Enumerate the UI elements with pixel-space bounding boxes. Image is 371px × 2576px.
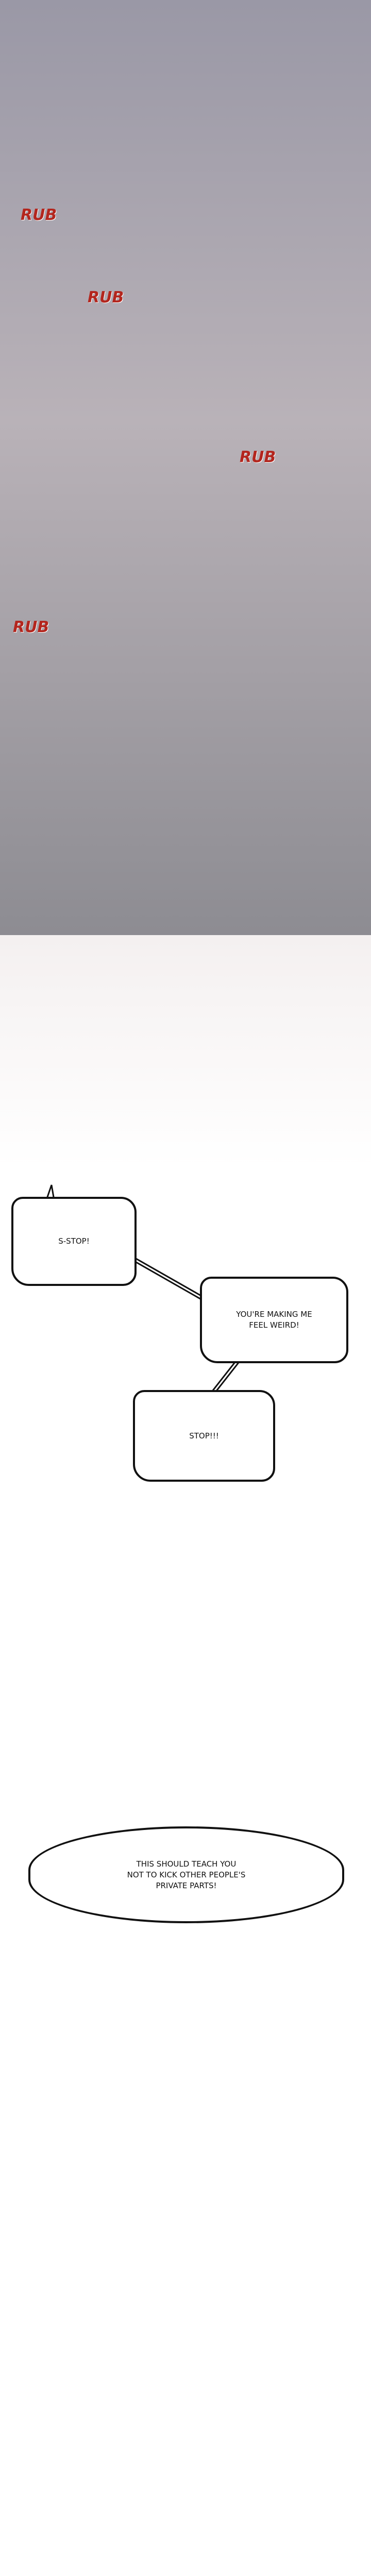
sound-effect: RUB	[240, 448, 276, 466]
comic-panel-1: RUB RUB RUB RUB	[0, 0, 371, 935]
dialogue-text: YOU'RE MAKING ME FEEL WEIRD!	[236, 1310, 312, 1330]
sound-effect: RUB	[88, 289, 124, 307]
comic-panel-2	[0, 935, 371, 1167]
speech-bubble: THIS SHOULD TEACH YOU NOT TO KICK OTHER …	[28, 1826, 344, 1923]
sound-effect: RUB	[13, 618, 49, 636]
speech-bubble: STOP!!!	[133, 1390, 275, 1482]
dialogue-text: THIS SHOULD TEACH YOU NOT TO KICK OTHER …	[127, 1859, 246, 1890]
speech-bubble: S-STOP!	[11, 1197, 137, 1286]
dialogue-text: S-STOP!	[58, 1236, 90, 1246]
speech-bubble: YOU'RE MAKING ME FEEL WEIRD!	[200, 1277, 348, 1363]
sound-effect: RUB	[21, 206, 57, 224]
dialogue-text: STOP!!!	[189, 1431, 219, 1440]
